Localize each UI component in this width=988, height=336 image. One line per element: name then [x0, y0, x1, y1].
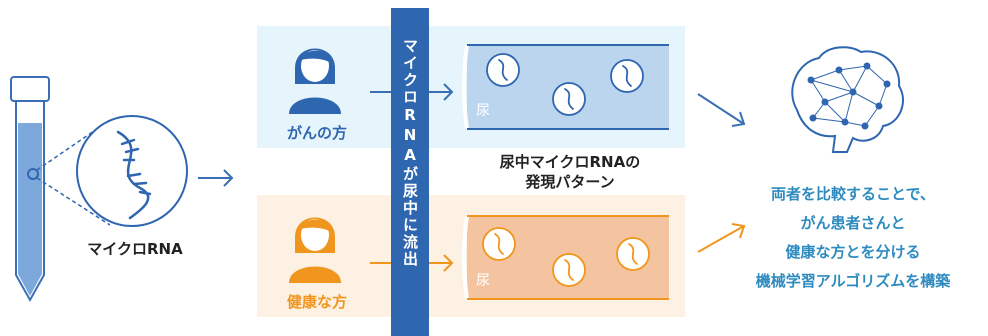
urine-label-bottom: 尿 [476, 273, 490, 289]
rna-strand-icon [116, 130, 152, 220]
rna-squiggle-icon [498, 59, 632, 110]
sample-label: マイクロRNA [87, 240, 183, 258]
zoom-circle [76, 115, 188, 227]
pattern-caption-line2: 発現パターン [525, 173, 615, 191]
urine-tubes [462, 44, 669, 300]
sample-point [27, 168, 39, 180]
flow-banner-text: マイクロRNAが尿中に流出 [401, 38, 419, 268]
tube-liquid [18, 123, 42, 296]
rna-squiggle-icon [494, 233, 638, 281]
brain-network-icon [791, 46, 904, 153]
cancer-label: がんの方 [286, 124, 347, 142]
result-text: 両者を比較することで、 がん患者さんと 健康な方とを分ける 機械学習アルゴリズム… [718, 180, 988, 296]
arrow-down-right-icon [697, 93, 746, 127]
pattern-caption-line1: 尿中マイクロRNAの [499, 153, 641, 171]
result-line-1: 両者を比較することで、 [771, 185, 935, 203]
arrow-right-icon [198, 169, 234, 187]
arrow-up-right-icon [697, 223, 746, 253]
healthy-person-icon [289, 217, 341, 283]
pattern-caption: 尿中マイクロRNAの 発現パターン [460, 152, 680, 192]
flow-banner [391, 8, 429, 336]
result-line-4: 機械学習アルゴリズムを構築 [755, 272, 951, 290]
tube-cap [10, 76, 50, 102]
healthy-label: 健康な方 [286, 293, 347, 311]
urine-label-top: 尿 [476, 103, 490, 119]
test-tube-diagram [10, 76, 234, 303]
result-line-2: がん患者さんと [800, 214, 906, 232]
cancer-person-icon [289, 48, 341, 114]
result-line-3: 健康な方とを分ける [785, 243, 921, 261]
result-arrows [697, 93, 746, 253]
